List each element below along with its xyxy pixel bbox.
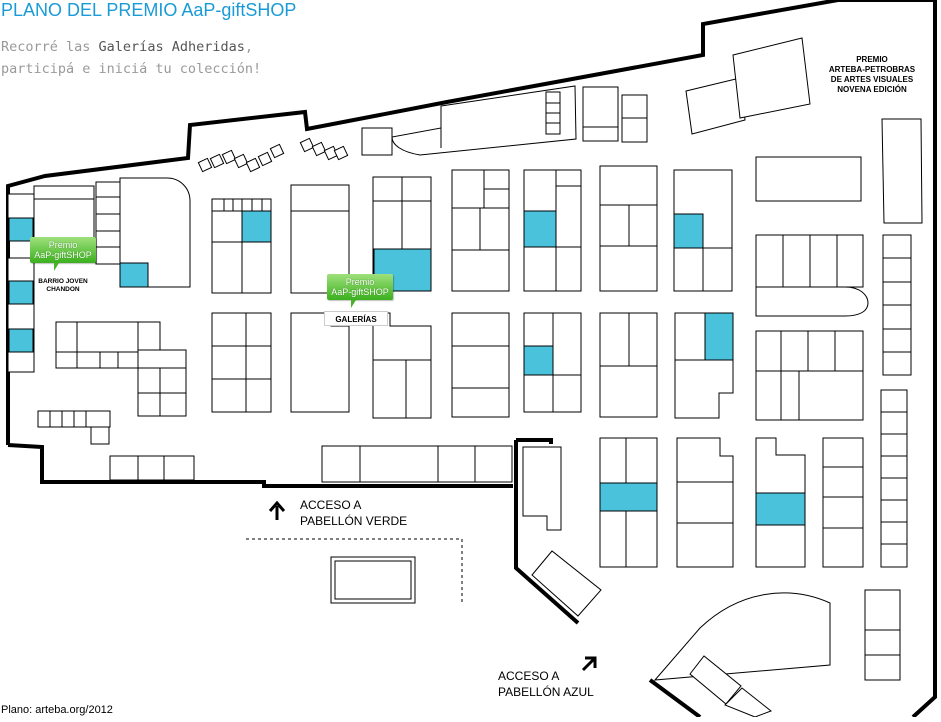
zone-label-galerias: GALERÍAS — [324, 311, 388, 326]
small-booth — [269, 143, 285, 159]
small-booth — [209, 153, 225, 169]
prize-tag-galerias[interactable]: Premio AaP-giftSHOP — [327, 274, 393, 308]
subtitle-line2: participá e iniciá tu colección! — [1, 61, 262, 77]
booth — [755, 330, 864, 421]
inner-wall — [514, 440, 580, 625]
highlighted-booth — [523, 345, 554, 376]
highlighted-booth — [704, 312, 734, 361]
inner-wall — [7, 443, 513, 488]
subtitle-line1-post: , — [244, 39, 253, 55]
booth — [321, 445, 513, 483]
small-booth — [245, 157, 261, 173]
highlighted-booth — [119, 262, 149, 288]
booth — [33, 185, 95, 239]
booth — [881, 118, 923, 224]
booth — [582, 86, 619, 142]
access-line: ACCESO A — [498, 669, 560, 683]
zone-label-line: BARRIO JOVEN — [38, 278, 88, 285]
booth — [689, 655, 742, 705]
small-booth — [299, 137, 315, 153]
booth — [55, 321, 161, 369]
tag-pointer-icon — [351, 300, 361, 308]
small-booth — [197, 157, 213, 173]
booth — [90, 426, 110, 445]
access-line: PABELLÓN AZUL — [498, 685, 594, 699]
small-booth — [233, 153, 249, 169]
booth — [95, 181, 121, 265]
highlighted-booth — [523, 210, 557, 248]
booth — [732, 37, 811, 119]
inner-wall — [516, 438, 553, 444]
booth — [685, 77, 746, 135]
dashed-path — [246, 538, 463, 605]
prize-tag-line2: AaP-giftSHOP — [331, 287, 389, 297]
small-booth — [333, 145, 349, 161]
subtitle: Recorré las Galerías Adheridas, particip… — [1, 36, 301, 80]
highlighted-booth — [755, 492, 806, 526]
booth — [372, 312, 432, 419]
booth — [531, 550, 602, 617]
booth — [361, 127, 393, 156]
curved-booth — [119, 177, 191, 288]
prize-tag-barrio-joven[interactable]: Premio AaP-giftSHOP — [30, 237, 96, 271]
award-label: PREMIO ARTEBA-PETROBRAS DE ARTES VISUALE… — [812, 55, 932, 95]
small-booth — [311, 141, 327, 157]
award-line: DE ARTES VISUALES — [830, 75, 914, 84]
prize-tag-line2: AaP-giftSHOP — [34, 250, 92, 260]
curved-booth — [755, 286, 869, 317]
inner-wall — [648, 678, 702, 719]
booth — [864, 589, 901, 681]
arrow-up-right-icon — [581, 656, 597, 672]
highlighted-booth — [599, 482, 658, 512]
booth — [676, 437, 734, 568]
small-booth — [257, 151, 273, 167]
tag-pointer-icon — [54, 263, 64, 271]
award-line: ARTEBA-PETROBRAS — [828, 65, 916, 74]
booth — [290, 312, 350, 413]
booth — [724, 687, 773, 718]
subtitle-highlight: Galerías Adheridas — [98, 39, 245, 55]
booth — [522, 446, 562, 531]
access-line: ACCESO A — [300, 498, 362, 512]
zone-label-line: CHANDON — [46, 286, 80, 293]
booth — [822, 437, 864, 568]
access-line: PABELLÓN VERDE — [300, 514, 408, 528]
booth — [334, 560, 412, 600]
access-pabellon-verde: ACCESO A PABELLÓN VERDE — [300, 497, 407, 529]
outer-wall — [6, 0, 839, 445]
highlighted-booth — [8, 328, 34, 353]
curved-booth — [391, 85, 577, 156]
curved-booth — [653, 592, 831, 681]
page-title: PLANO DEL PREMIO AaP-giftSHOP — [1, 0, 297, 20]
booth — [137, 349, 187, 417]
booth — [211, 312, 272, 413]
highlighted-booth — [241, 210, 272, 243]
access-pabellon-azul: ACCESO A PABELLÓN AZUL — [498, 668, 594, 700]
prize-tag-line1: Premio — [345, 277, 375, 287]
booth — [109, 455, 195, 481]
booth — [451, 312, 510, 418]
map-credit: Plano: arteba.org/2012 — [1, 704, 113, 716]
highlighted-booth — [673, 213, 704, 249]
outer-wall — [838, 0, 937, 719]
booth — [755, 156, 862, 202]
subtitle-line1-pre: Recorré las — [1, 39, 99, 55]
zone-label-barrio-joven: BARRIO JOVEN CHANDON — [30, 278, 96, 294]
booth — [7, 257, 35, 373]
small-booth — [221, 149, 237, 165]
prize-tag-line1: Premio — [48, 240, 78, 250]
arrow-up-icon — [268, 500, 286, 520]
highlighted-booth — [8, 217, 34, 242]
award-line: PREMIO — [856, 55, 888, 64]
award-line: NOVENA EDICIÓN — [837, 85, 907, 94]
